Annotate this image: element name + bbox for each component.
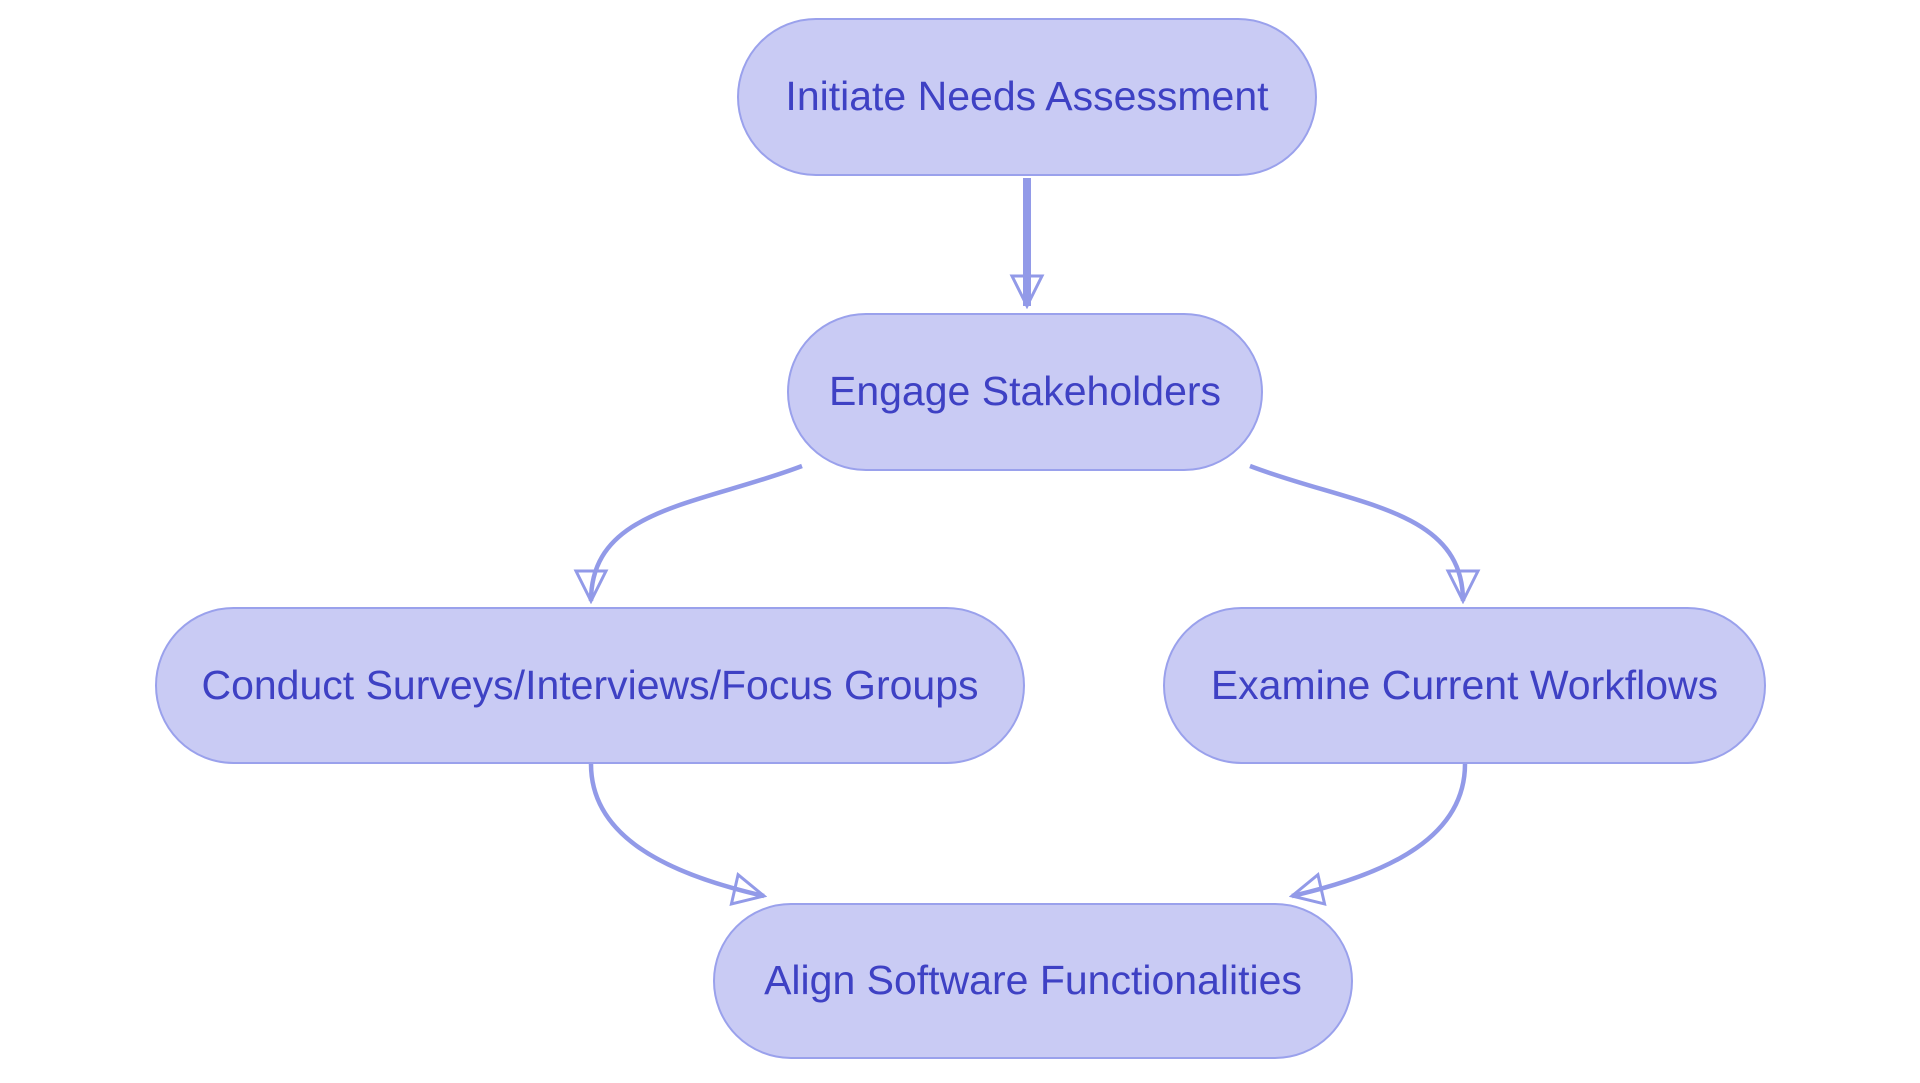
- edge-surveys-to-align: [588, 763, 764, 896]
- node-label: Initiate Needs Assessment: [785, 73, 1269, 120]
- edge-engage-to-surveys: [591, 463, 803, 601]
- node-label: Engage Stakeholders: [828, 368, 1222, 415]
- node-label: Conduct Surveys/Interviews/Focus Groups: [201, 661, 979, 708]
- flowchart-node-initiate-needs-assessment: Initiate Needs Assessment: [737, 18, 1317, 176]
- flowchart-node-align-software-functionalities: Align Software Functionalities: [713, 903, 1353, 1059]
- flowchart-node-engage-stakeholders: Engage Stakeholders: [787, 313, 1263, 471]
- node-label: Examine Current Workflows: [1210, 661, 1719, 708]
- flowchart-node-conduct-surveys-interviews-focus-groups: Conduct Surveys/Interviews/Focus Groups: [155, 607, 1025, 764]
- edge-engage-to-workflows: [1249, 463, 1463, 601]
- node-label: Align Software Functionalities: [764, 957, 1302, 1004]
- edge-workflows-to-align: [1292, 763, 1468, 896]
- flowchart-node-examine-current-workflows: Examine Current Workflows: [1163, 607, 1766, 764]
